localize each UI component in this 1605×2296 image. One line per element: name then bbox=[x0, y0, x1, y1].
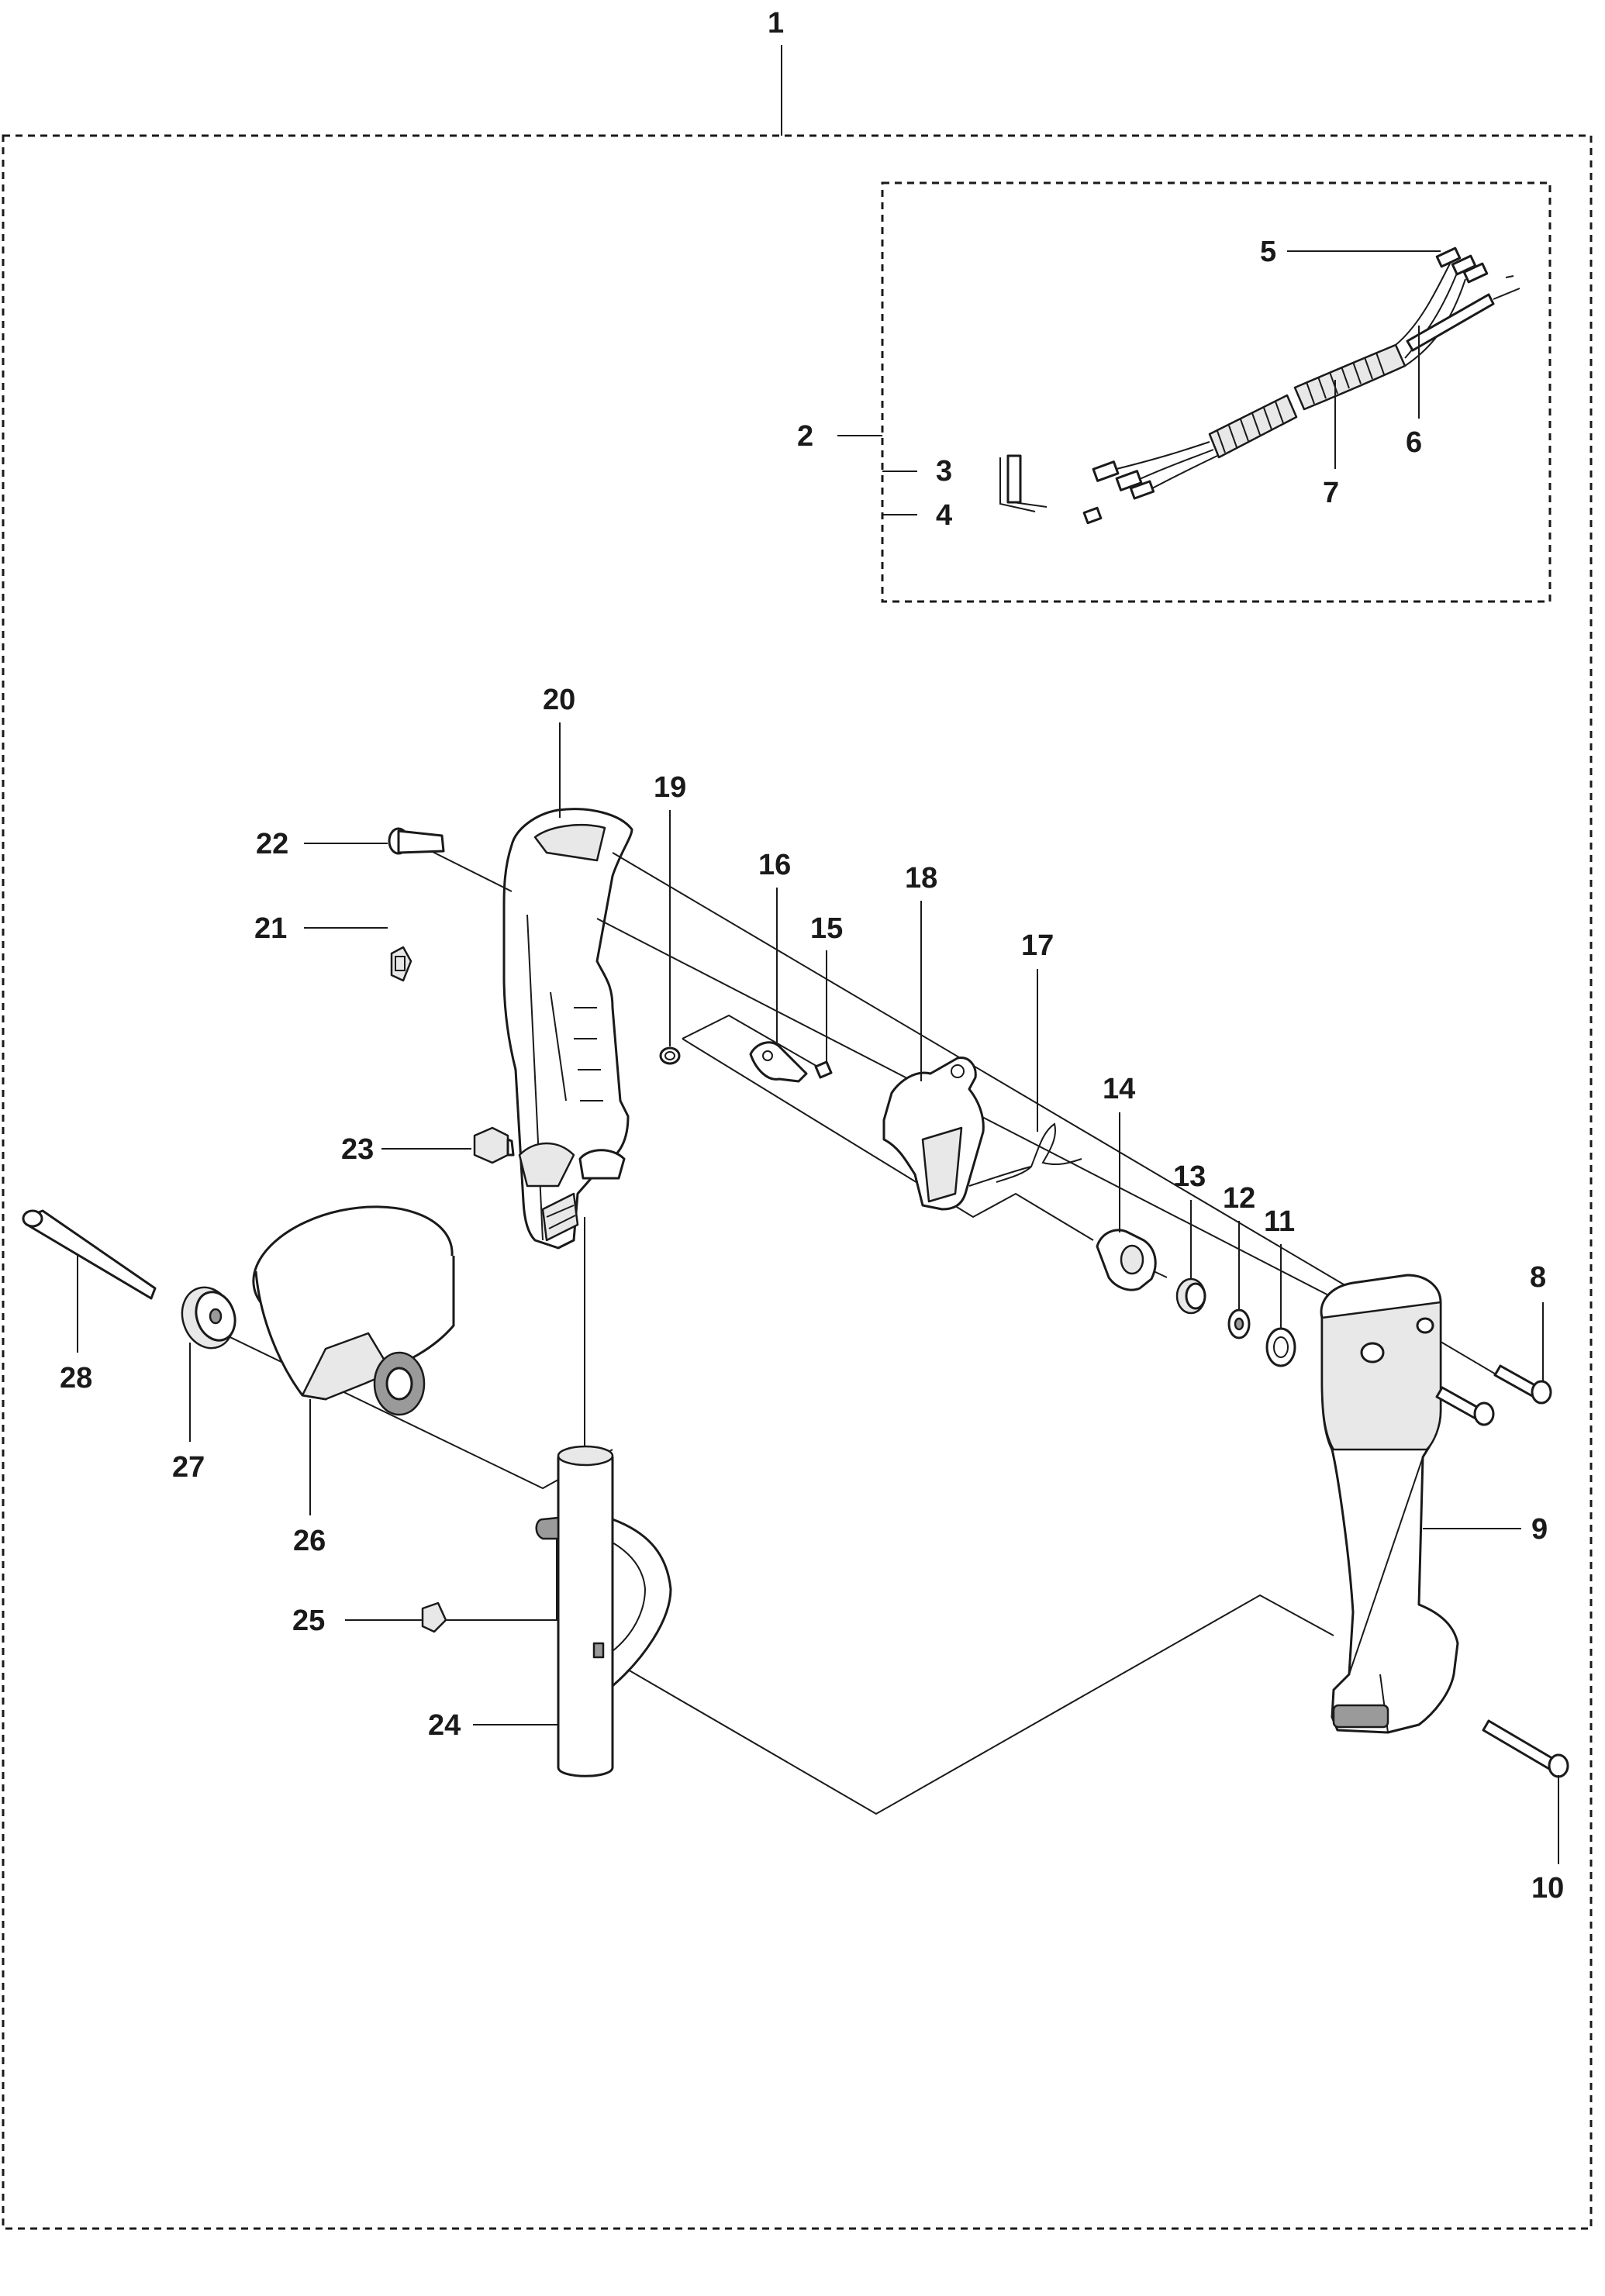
callout-19: 19 bbox=[654, 771, 686, 804]
callout-20: 20 bbox=[543, 684, 575, 716]
screw-8-lower bbox=[1435, 1386, 1495, 1426]
callout-7: 7 bbox=[1323, 477, 1339, 509]
bushing-14 bbox=[1096, 1229, 1168, 1291]
lever-16 bbox=[749, 1041, 808, 1083]
callout-27: 27 bbox=[172, 1451, 205, 1484]
screw-22 bbox=[388, 827, 445, 855]
clamp-26 bbox=[252, 1205, 455, 1416]
wiring-harness bbox=[999, 246, 1520, 525]
corrugated-sleeve bbox=[1208, 343, 1407, 459]
screw-8-upper bbox=[1493, 1364, 1552, 1405]
axis-screw-22 bbox=[418, 844, 513, 892]
callout-5: 5 bbox=[1260, 236, 1276, 268]
callout-9: 9 bbox=[1531, 1513, 1548, 1546]
throttle-trigger-18 bbox=[882, 1057, 985, 1211]
callout-10: 10 bbox=[1531, 1872, 1564, 1905]
harness-frame bbox=[881, 181, 1552, 603]
bolt-28 bbox=[22, 1209, 157, 1300]
callout-12: 12 bbox=[1223, 1182, 1255, 1215]
axis-offset bbox=[682, 1014, 1094, 1241]
spring-19 bbox=[659, 1046, 681, 1065]
callout-23: 23 bbox=[341, 1133, 374, 1166]
axis-handle-lower bbox=[588, 1594, 1334, 1815]
callout-17: 17 bbox=[1021, 929, 1054, 962]
callout-18: 18 bbox=[905, 862, 937, 895]
leader-25 bbox=[345, 1539, 557, 1621]
callout-14: 14 bbox=[1103, 1073, 1135, 1105]
callout-8: 8 bbox=[1530, 1261, 1546, 1294]
handle-housing bbox=[502, 808, 633, 1250]
knob-27 bbox=[181, 1286, 236, 1350]
callout-1: 1 bbox=[768, 7, 784, 40]
rear-handle-9 bbox=[1320, 1274, 1459, 1734]
washer-13 bbox=[1175, 1277, 1206, 1315]
callout-16: 16 bbox=[758, 849, 791, 881]
callout-24: 24 bbox=[428, 1709, 461, 1742]
nut-23 bbox=[473, 1126, 515, 1164]
callout-3: 3 bbox=[936, 455, 952, 488]
callout-4: 4 bbox=[936, 499, 952, 532]
nut-21 bbox=[390, 946, 412, 982]
callout-21: 21 bbox=[254, 912, 287, 945]
assembly-frame bbox=[2, 134, 1593, 2230]
callout-15: 15 bbox=[810, 912, 843, 945]
callout-22: 22 bbox=[256, 828, 288, 860]
screw-15 bbox=[814, 1060, 833, 1079]
shaft-24 bbox=[535, 1445, 672, 1777]
star-washer-11 bbox=[1265, 1327, 1296, 1367]
callout-11: 11 bbox=[1264, 1205, 1295, 1238]
spring-17 bbox=[968, 1122, 1082, 1187]
screw-10 bbox=[1482, 1719, 1569, 1778]
callout-26: 26 bbox=[293, 1525, 326, 1557]
washer-12 bbox=[1227, 1308, 1251, 1339]
nut-25 bbox=[421, 1601, 447, 1633]
callout-2: 2 bbox=[797, 420, 813, 453]
callout-28: 28 bbox=[60, 1362, 92, 1394]
callout-25: 25 bbox=[292, 1605, 325, 1637]
callout-13: 13 bbox=[1173, 1160, 1206, 1193]
callout-6: 6 bbox=[1406, 426, 1422, 459]
